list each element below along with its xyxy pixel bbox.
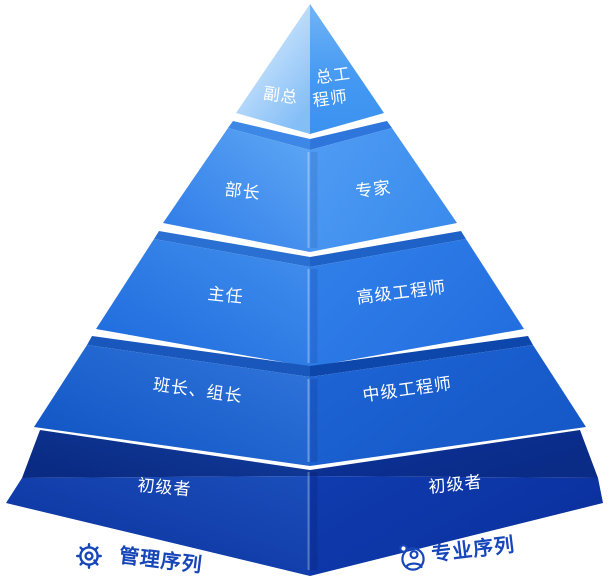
pyramid-level-1-right-face (310, 4, 384, 134)
pyramid-level-2-top-bevel-left (228, 121, 310, 150)
level-1-left-label: 副总 (262, 84, 299, 108)
person-icon (399, 544, 425, 571)
pyramid-level-5-left-face (6, 476, 310, 576)
pyramid-level-5-right-face (310, 476, 603, 576)
pyramid-level-4-right-face (310, 345, 586, 466)
level-2-right-label: 专家 (354, 178, 392, 201)
pyramid-level-4-top-bevel-left (87, 336, 310, 377)
legend-management: 管理序列 (75, 543, 204, 577)
level-2-left-label: 部长 (224, 180, 262, 203)
pyramid-level-2-top-bevel-right (310, 121, 392, 150)
pyramid-level-5-top-bevel-right (310, 430, 598, 478)
level-5-left-label: 初级者 (137, 476, 192, 500)
pyramid-level-3-top-bevel-right (310, 231, 466, 267)
pyramid-level-3-left-face (96, 239, 310, 367)
pyramid-level-5-top-bevel-left (22, 430, 310, 478)
pyramid-center-edge-shading (307, 152, 318, 570)
pyramid-level-2-left-face (163, 128, 310, 252)
pyramid-level-2-right-face (310, 128, 457, 252)
level-1-right-label-line-1: 总工 (315, 64, 352, 88)
pyramid-level-4-left-face (34, 345, 310, 466)
pyramid-level-3-right-face (310, 239, 524, 367)
pyramid-level-1-left-face (236, 4, 310, 134)
legend-management-label: 管理序列 (118, 543, 204, 577)
level-1-right-label-line-2: 程师 (312, 87, 349, 111)
pyramid-level-3-top-bevel-left (154, 231, 310, 267)
gear-icon (75, 543, 103, 569)
pyramid-level-4-top-bevel-right (310, 336, 533, 377)
level-3-left-label: 主任 (207, 284, 245, 307)
